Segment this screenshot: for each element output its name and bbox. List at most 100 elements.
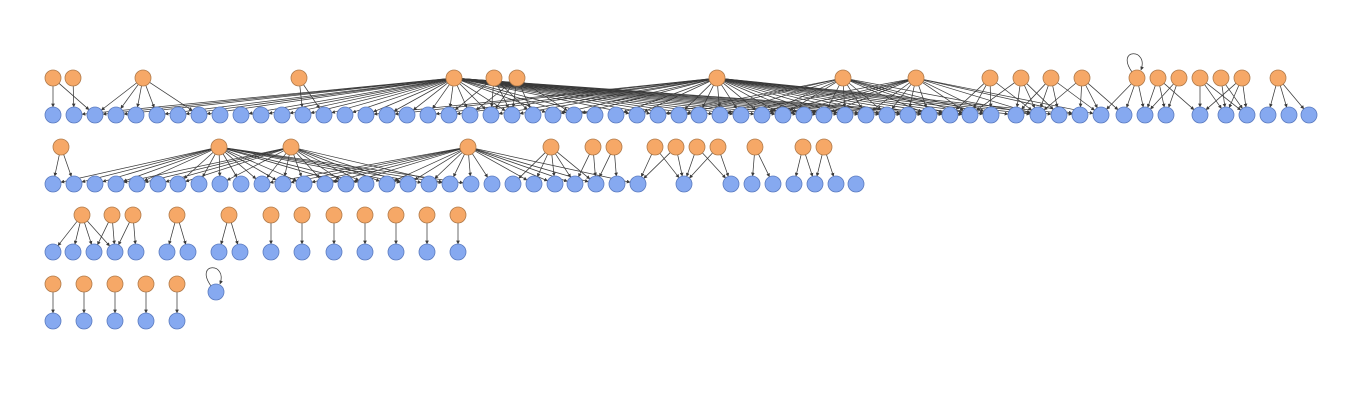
target-node-r1-12: [294, 106, 312, 124]
source-node-r2-3: [459, 138, 477, 156]
edge-r1-11-0: [1015, 85, 1021, 108]
edge-r1-15-2: [1163, 83, 1195, 110]
edge-r1-7-21: [456, 78, 710, 116]
edge-r1-7-12: [724, 79, 859, 115]
source-node-r1-4: [445, 69, 463, 87]
target-node-r2-9: [232, 175, 250, 193]
target-node-r3a-0: [44, 243, 62, 261]
source-node-r3-pair-6: [449, 206, 467, 224]
edge-r1-4-11: [331, 79, 447, 114]
edge-r1-3-0: [299, 85, 304, 108]
edge-r3-a5: [97, 222, 109, 246]
edge-r2-6-0: [614, 154, 618, 177]
edge-r1-19-1: [1228, 85, 1240, 109]
target-node-r1-59: [1300, 106, 1318, 124]
edge-r1-9-0: [908, 85, 915, 108]
target-node-r2-10: [253, 175, 271, 193]
target-node-r2-34: [806, 175, 824, 193]
source-node-r2-9: [688, 138, 706, 156]
target-node-r2-8: [211, 175, 229, 193]
target-node-r1-27: [607, 106, 625, 124]
edge-r1-4-4: [412, 82, 448, 111]
source-node-r1-0: [44, 69, 62, 87]
edge-r1-7-23: [435, 78, 710, 116]
edge-r1-16-1: [1150, 83, 1174, 110]
edge-r1-15-1: [1147, 85, 1156, 108]
edge-r2-3-7: [475, 149, 548, 182]
edge-r2-2-2: [266, 153, 287, 178]
target-node-r3-pair-6: [449, 243, 467, 261]
target-node-r1-5: [148, 106, 166, 124]
edge-r2-2-11: [144, 148, 284, 184]
target-node-r1-15: [357, 106, 375, 124]
edge-r1-5-3: [454, 82, 489, 111]
edge-r2-3-6: [393, 149, 461, 182]
edge-r1-8-5: [768, 80, 836, 113]
edge-r3-a0: [57, 221, 78, 246]
target-node-r1-17: [398, 106, 416, 124]
source-node-r3-pair-5: [418, 206, 436, 224]
edge-r1-20-1: [1279, 85, 1288, 108]
edge-r1-10-2: [955, 83, 985, 110]
edge-r1-11-3: [976, 82, 1015, 111]
target-node-r1-51: [1115, 106, 1133, 124]
target-node-r3a-4: [127, 243, 145, 261]
target-node-r2-32: [764, 175, 782, 193]
source-node-r2-11: [746, 138, 764, 156]
edge-r1-12-0: [1052, 85, 1059, 108]
edge-r2-2-1: [293, 154, 302, 177]
edge-r2-9-1: [702, 152, 726, 179]
source-node-r3-pair-3: [356, 206, 374, 224]
edge-r1-7-11: [581, 79, 710, 114]
edge-r2-2-13: [123, 148, 284, 184]
target-node-r1-3: [107, 106, 125, 124]
edge-r2-3-12: [311, 148, 461, 184]
edge-r2-1-13: [60, 148, 212, 184]
edge-r2-4-1: [536, 154, 549, 178]
source-node-r1-9: [907, 69, 925, 87]
target-node-r1-7: [190, 106, 208, 124]
edge-r1-8-11: [686, 79, 836, 115]
target-node-r1-24: [544, 106, 562, 124]
source-node-r2-13: [815, 138, 833, 156]
target-node-r3-pair-4: [387, 243, 405, 261]
edge-r2-5-0: [593, 154, 597, 177]
target-node-r4-pair-1: [75, 312, 93, 330]
edge-r2-10-0: [720, 154, 729, 177]
target-node-r3a-1: [64, 243, 82, 261]
edge-r1-4-6: [393, 81, 448, 112]
target-node-r1-32: [711, 106, 729, 124]
target-node-r2-36: [847, 175, 865, 193]
target-node-r1-47: [1029, 106, 1047, 124]
edge-r1-13-3: [1043, 82, 1077, 111]
edge-r1-7-27: [724, 78, 1052, 116]
edge-r2-3-11: [332, 148, 461, 183]
target-node-r1-34: [753, 106, 771, 124]
edge-r1-9-7: [811, 80, 909, 114]
edge-r2-11-0: [751, 154, 755, 177]
edge-r1-7-2: [721, 84, 737, 109]
edge-r1-7-9: [724, 80, 817, 114]
edge-r1-13-2: [1087, 83, 1119, 110]
target-node-r1-41: [899, 106, 917, 124]
target-node-r3c-0: [210, 243, 228, 261]
target-node-r1-31: [690, 106, 708, 124]
target-node-r3-pair-5: [418, 243, 436, 261]
edge-r1-4-13: [310, 79, 447, 115]
edge-r1-2-4: [149, 82, 193, 111]
target-node-r2-4: [128, 175, 146, 193]
edge-r2-2-9: [298, 149, 401, 183]
edge-r2-0-1: [63, 154, 72, 177]
source-node-r2-6: [605, 138, 623, 156]
target-node-r1-30: [670, 106, 688, 124]
edge-r3-b1: [178, 222, 187, 245]
edge-r2-4-3: [518, 152, 546, 179]
self-loop-r1: [1126, 53, 1144, 73]
edge-r1-9-12: [923, 79, 1094, 115]
edge-r1-4-14: [289, 79, 447, 115]
self-loop-r4: [205, 267, 223, 287]
target-node-r4-pair-3: [137, 312, 155, 330]
target-node-r1-35: [774, 106, 792, 124]
edge-r1-9-4: [922, 82, 964, 111]
edge-r2-2-3: [296, 152, 320, 179]
